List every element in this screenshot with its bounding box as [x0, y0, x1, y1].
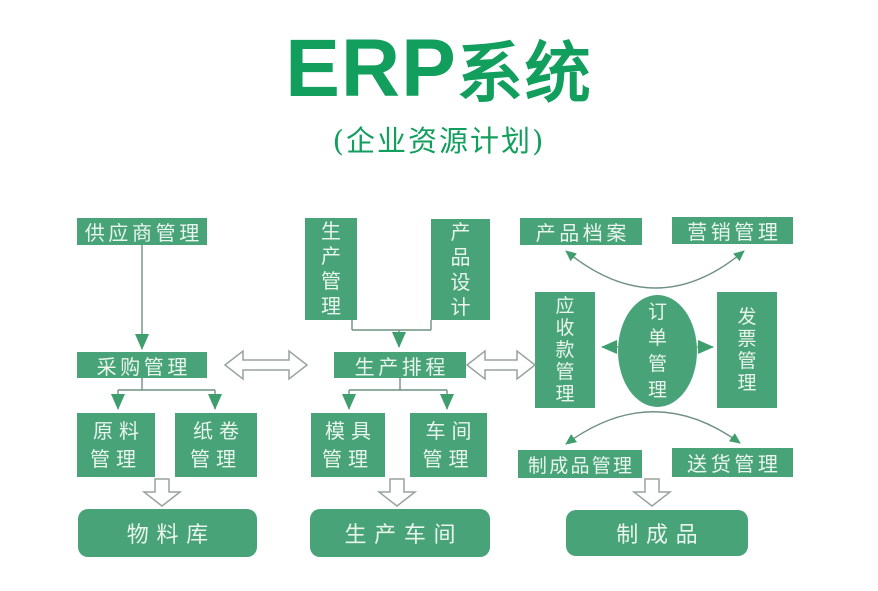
- page-subtitle: (企业资源计划): [332, 124, 546, 158]
- node-finished-product-management: 制成品管理: [518, 450, 642, 478]
- node-product-archive: 产品档案: [520, 218, 642, 245]
- node-receivables-management: 应 收 款 管 理: [535, 292, 595, 408]
- hollow-arrow-to-finished-products: [631, 478, 673, 507]
- node-production-scheduling: 生产排程: [334, 352, 466, 379]
- node-supplier-management: 供应商管理: [77, 218, 207, 245]
- connector-order-to-finished-delivery: [565, 411, 741, 445]
- title-system: 系统: [456, 34, 593, 112]
- node-order-management: 订 单 管 理: [618, 295, 697, 407]
- node-marketing-management: 营销管理: [672, 217, 793, 244]
- node-raw-material-management: 原料 管理: [77, 413, 155, 477]
- title-erp: ERP: [285, 23, 457, 114]
- double-arrow-scheduling-receivables: [465, 349, 537, 381]
- node-purchasing-management: 采购管理: [77, 352, 207, 379]
- connector-purchasing-branch: [111, 377, 222, 410]
- connector-scheduling-branch: [342, 377, 454, 410]
- double-arrow-purchasing-scheduling: [223, 349, 309, 381]
- connector-order-to-archive-marketing: [565, 250, 745, 289]
- node-product-design: 产 品 设 计: [431, 219, 490, 320]
- connector-production-design-merge: [351, 320, 432, 348]
- node-invoice-management: 发 票 管 理: [717, 292, 777, 408]
- node-production-workshop: 生产车间: [310, 509, 490, 557]
- node-paper-roll-management: 纸卷 管理: [175, 413, 257, 477]
- node-workshop-management: 车间 管理: [410, 413, 487, 477]
- hollow-arrow-to-material-warehouse: [141, 478, 183, 507]
- node-delivery-management: 送货管理: [672, 448, 793, 477]
- node-mold-management: 模具 管理: [311, 413, 385, 477]
- hollow-arrow-to-production-workshop: [376, 478, 418, 507]
- node-production-management: 生 产 管 理: [305, 218, 357, 320]
- node-finished-products: 制成品: [566, 510, 748, 556]
- node-material-warehouse: 物料库: [78, 509, 257, 557]
